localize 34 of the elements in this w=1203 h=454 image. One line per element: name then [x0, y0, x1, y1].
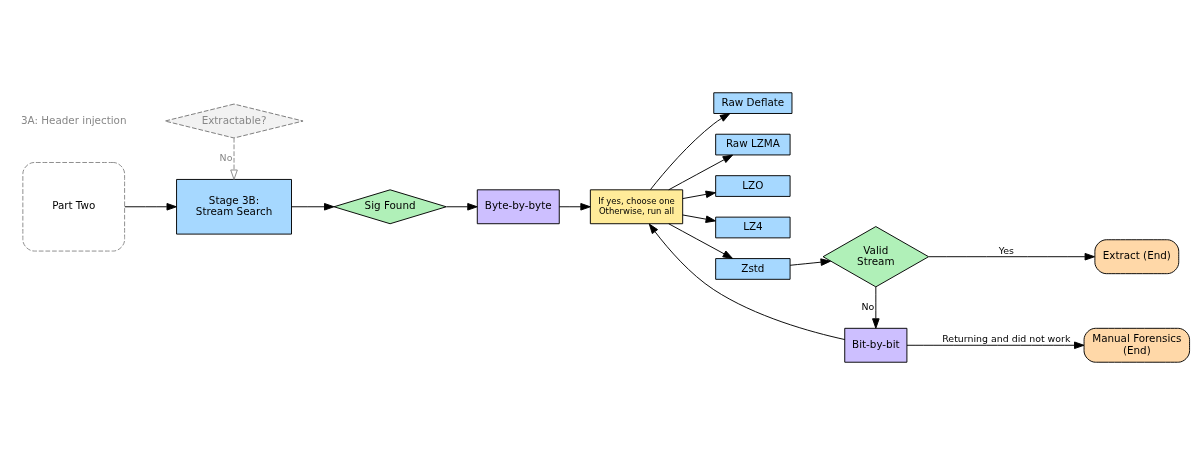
arrow: [928, 252, 1095, 260]
edge-label: Yes: [998, 244, 1014, 256]
node-box: Raw Deflate: [713, 91, 793, 114]
node-box: LZO: [715, 174, 791, 197]
arrow: [649, 112, 731, 190]
node-box: Raw LZMA: [715, 133, 791, 155]
arrow: [648, 223, 846, 340]
node-box: If yes, choose one Otherwise, run all: [589, 188, 684, 224]
node-box: Extract (End): [1094, 238, 1180, 274]
node-box: Zstd: [715, 257, 791, 280]
node-box: Stage 3B: Stream Search: [176, 178, 292, 235]
arrow: [124, 202, 177, 211]
arrow: [445, 202, 478, 211]
node-box: Byte-by-byte: [476, 188, 560, 224]
node-box: Bit-by-bit: [844, 327, 908, 363]
edge-label: Returning and did not work: [942, 332, 1071, 344]
node-diamond: Extractable?: [164, 103, 304, 138]
node-diamond: Sig Found: [333, 188, 447, 224]
arrow: [291, 202, 335, 211]
edge-label: No: [861, 300, 875, 312]
arrow: [682, 190, 716, 199]
arrow: [668, 154, 733, 190]
edge-label: No: [219, 151, 233, 163]
arrow: [230, 137, 238, 180]
node-box: LZ4: [715, 216, 791, 238]
arrow: [906, 341, 1085, 349]
node-box: Manual Forensics (End): [1083, 327, 1191, 363]
arrow: [682, 214, 716, 223]
node-box: Part Two: [22, 161, 126, 251]
arrow: [872, 286, 880, 329]
arrow: [668, 222, 733, 259]
arrow: [789, 257, 831, 266]
label: 3A: Header injection: [20, 113, 127, 126]
arrow: [558, 202, 591, 211]
